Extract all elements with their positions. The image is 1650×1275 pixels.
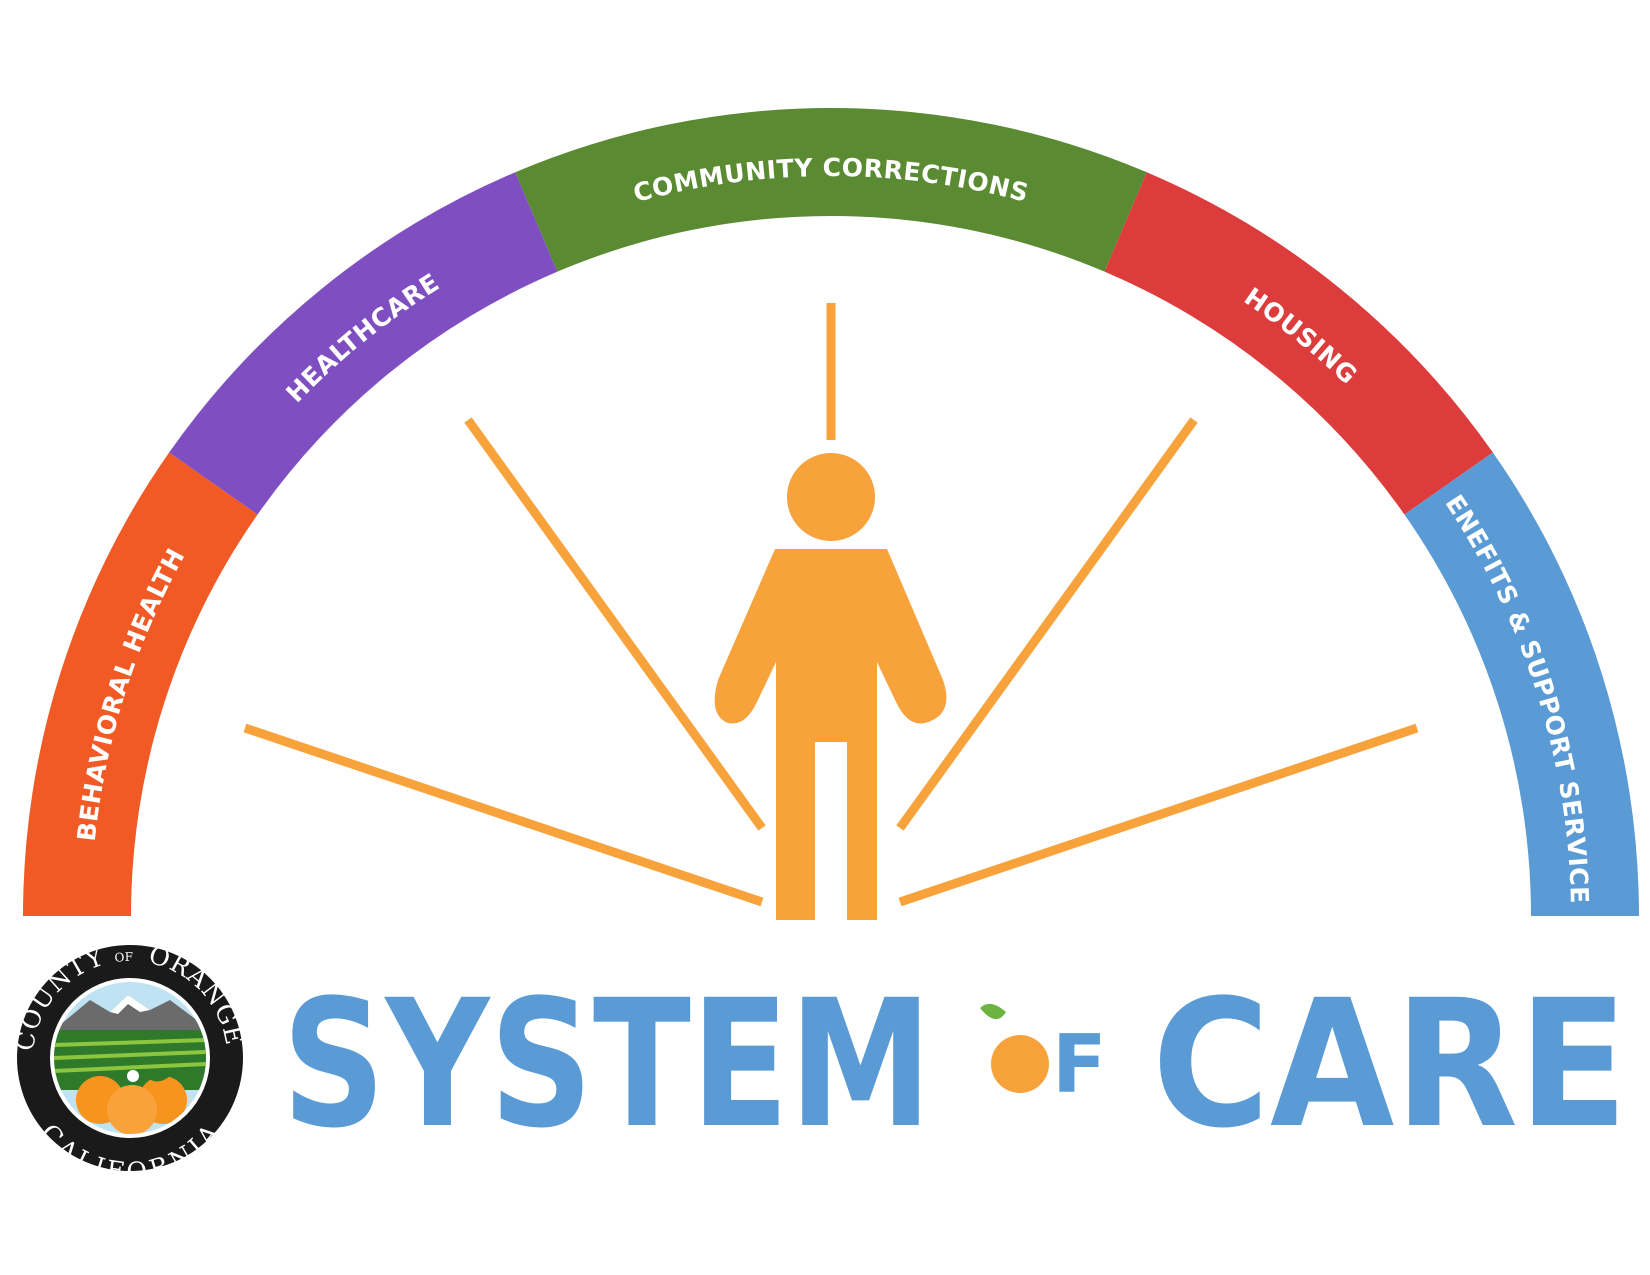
title-word-system: SYSTEM [282,962,932,1167]
of-mark: F [980,1003,1107,1111]
seal-leaves [112,1070,170,1082]
arc-segment-healthcare [169,172,558,515]
page-title: SYSTEM F CARE [282,962,1628,1167]
county-seal-icon: COUNTY OF ORANGE CALIFORNIA [10,940,248,1187]
seal-orange-center [107,1085,157,1134]
orange-leaf-icon [980,1003,1006,1020]
title-of-f: F [1052,1018,1107,1111]
arc-segment-housing [1104,172,1493,515]
person-head [787,453,875,541]
care-arc [23,108,1639,916]
title-word-care: CARE [1152,962,1628,1167]
arc-segment-benefits-support [1404,452,1639,916]
ray-mid-left [464,417,766,831]
person-icon [714,453,947,920]
seal-snow [110,995,150,1014]
ray-mid-right [896,417,1198,831]
arc-segment-behavioral-health [23,452,258,916]
person-body [714,549,947,920]
ray-far-left [243,723,764,907]
orange-fruit-icon [991,1035,1049,1093]
seal-of-text: OF [114,950,133,965]
connector-rays [243,303,1419,907]
seal-rows [54,1038,206,1073]
ray-far-right [898,723,1419,907]
seal-blossom [127,1070,139,1082]
arc-segment-community-corrections [515,108,1147,272]
